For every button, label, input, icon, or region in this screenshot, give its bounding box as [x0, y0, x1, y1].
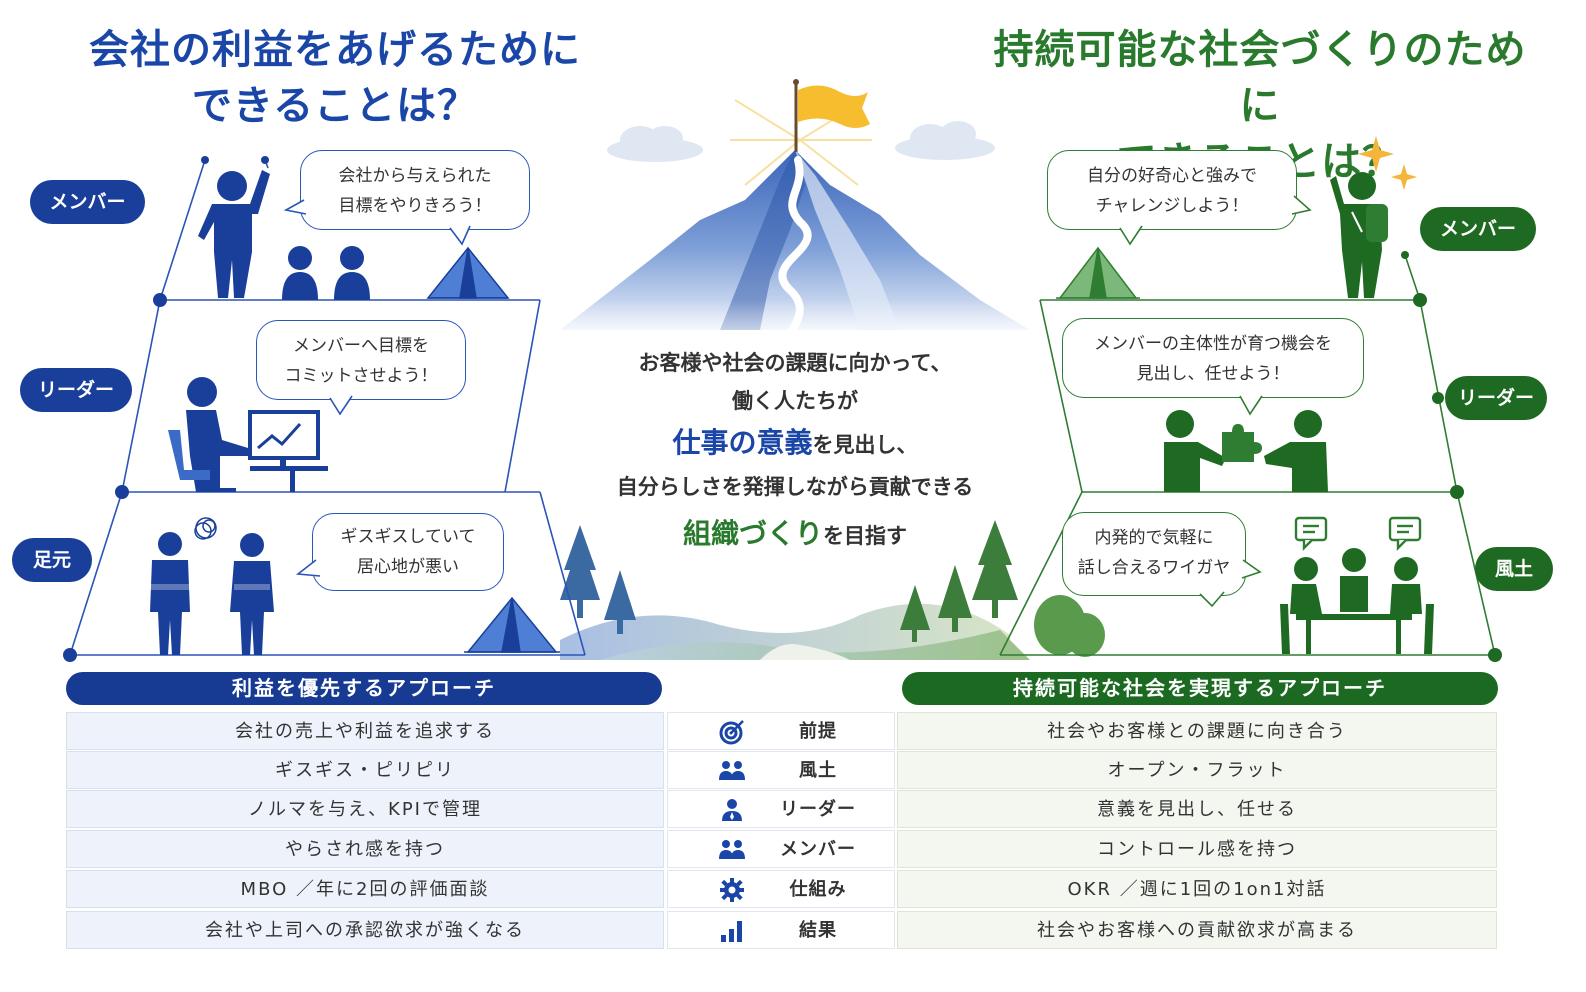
table-row-right: 社会やお客様への貢献欲求が高まる [897, 911, 1497, 949]
tangled-thought-icon [194, 517, 217, 540]
chat-bubble-icon [1294, 516, 1422, 551]
center-line5-rest: を目指す [823, 524, 907, 548]
table-row-left: 会社の売上や利益を追求する [66, 712, 664, 750]
left-bubble-foundation-line1: ギスギスしていて [340, 527, 476, 547]
right-bubble-leader-line1: メンバーの主体性が育つ機会を [1094, 334, 1332, 354]
table-row-label: 風土 [667, 751, 895, 789]
table-row-right: 意義を見出し、任せる [897, 790, 1497, 828]
table-row-left: MBO ／年に2回の評価面談 [66, 870, 664, 908]
left-bubble-member-line1: 会社から与えられた [338, 166, 492, 186]
tent-icon [464, 596, 560, 653]
group-icon [719, 761, 745, 780]
center-line5: 組織づくりを目指す [570, 514, 1020, 556]
right-bubble-member-line1: 自分の好奇心と強みで [1087, 166, 1257, 186]
table-row-label: 仕組み [667, 870, 895, 908]
tent-icon [1056, 246, 1140, 299]
table-row-label: 結果 [667, 911, 895, 949]
right-bubble-leader: メンバーの主体性が育つ機会を 見出し、任せよう！ [1062, 318, 1364, 398]
right-bubble-member: 自分の好奇心と強みで チャレンジしよう！ [1047, 150, 1297, 230]
left-bubble-leader-line1: メンバーへ目標を [293, 336, 429, 356]
right-bubble-culture-line2: 話し合えるワイガヤ [1077, 558, 1231, 578]
right-level-leader: リーダー [1445, 376, 1547, 420]
right-bubble-culture-line1: 内発的で気軽に [1094, 528, 1214, 548]
left-bubble-foundation-line2: 居心地が悪い [357, 557, 459, 577]
right-bubble-culture: 内発的で気軽に 話し合えるワイガヤ [1062, 512, 1246, 596]
center-line4: 自分らしさを発揮しながら貢献できる [616, 475, 974, 499]
table-row-label: 前提 [667, 712, 895, 750]
table-row-right: コントロール感を持つ [897, 830, 1497, 868]
table-row-label: メンバー [667, 830, 895, 868]
table-row-left: ノルマを与え、KPIで管理 [66, 790, 664, 828]
left-level-foundation: 足元 [12, 538, 92, 582]
leader-icon [722, 799, 742, 821]
left-bubble-member-line2: 目標をやりきろう！ [338, 196, 492, 216]
table-row-label-text: メンバー [780, 839, 856, 860]
tent-icon [426, 246, 510, 299]
center-highlight-meaning: 仕事の意義 [672, 426, 813, 459]
left-bubble-leader-line2: コミットさせよう！ [284, 366, 438, 386]
center-line3: 仕事の意義を見出し、 [570, 424, 1020, 464]
table-row-left: やらされ感を持つ [66, 830, 664, 868]
bar-chart-icon [721, 921, 742, 942]
left-level-leader: リーダー [20, 368, 132, 412]
members-icon [719, 840, 745, 859]
gear-icon [720, 878, 744, 902]
center-highlight-organization: 組織づくり [682, 517, 823, 550]
table-row-label-text: 前提 [799, 721, 837, 742]
right-bubble-member-line2: チャレンジしよう！ [1095, 196, 1249, 216]
left-title-line2: できることは？ [191, 83, 479, 129]
table-row-label-text: 結果 [799, 920, 837, 941]
table-row-label: リーダー [667, 790, 895, 828]
table-row-label-text: 仕組み [789, 879, 847, 900]
puzzle-piece-icon [1222, 424, 1262, 462]
table-row-left: ギスギス・ピリピリ [66, 751, 664, 789]
right-title-line1: 持続可能な社会づくりのために [993, 27, 1527, 129]
right-level-member: メンバー [1420, 207, 1536, 251]
table-row-right: OKR ／週に1回の1on1対話 [897, 870, 1497, 908]
left-bubble-leader: メンバーへ目標を コミットさせよう！ [256, 320, 466, 400]
target-icon [719, 720, 744, 745]
sparkle-icon [1358, 136, 1417, 190]
table-row-label-text: 風土 [799, 760, 837, 781]
right-bubble-leader-line2: 見出し、任せよう！ [1136, 364, 1290, 384]
left-title: 会社の利益をあげるために できることは？ [70, 22, 600, 134]
left-bubble-member: 会社から与えられた 目標をやりきろう！ [300, 150, 530, 230]
left-approach-header: 利益を優先するアプローチ [66, 672, 662, 705]
center-line2: 働く人たちが [732, 389, 858, 413]
center-line1: お客様や社会の課題に向かって、 [638, 351, 952, 375]
table-row-label-text: リーダー [780, 799, 856, 820]
center-line3-rest: を見出し、 [812, 433, 918, 457]
left-level-member: メンバー [30, 180, 145, 224]
left-bubble-foundation: ギスギスしていて 居心地が悪い [312, 513, 504, 591]
right-approach-header: 持続可能な社会を実現するアプローチ [902, 672, 1498, 705]
left-title-line1: 会社の利益をあげるために [89, 27, 581, 73]
right-level-culture: 風土 [1475, 547, 1553, 591]
table-row-left: 会社や上司への承認欲求が強くなる [66, 911, 664, 949]
table-row-right: 社会やお客様との課題に向き合う [897, 712, 1497, 750]
table-row-right: オープン・フラット [897, 751, 1497, 789]
